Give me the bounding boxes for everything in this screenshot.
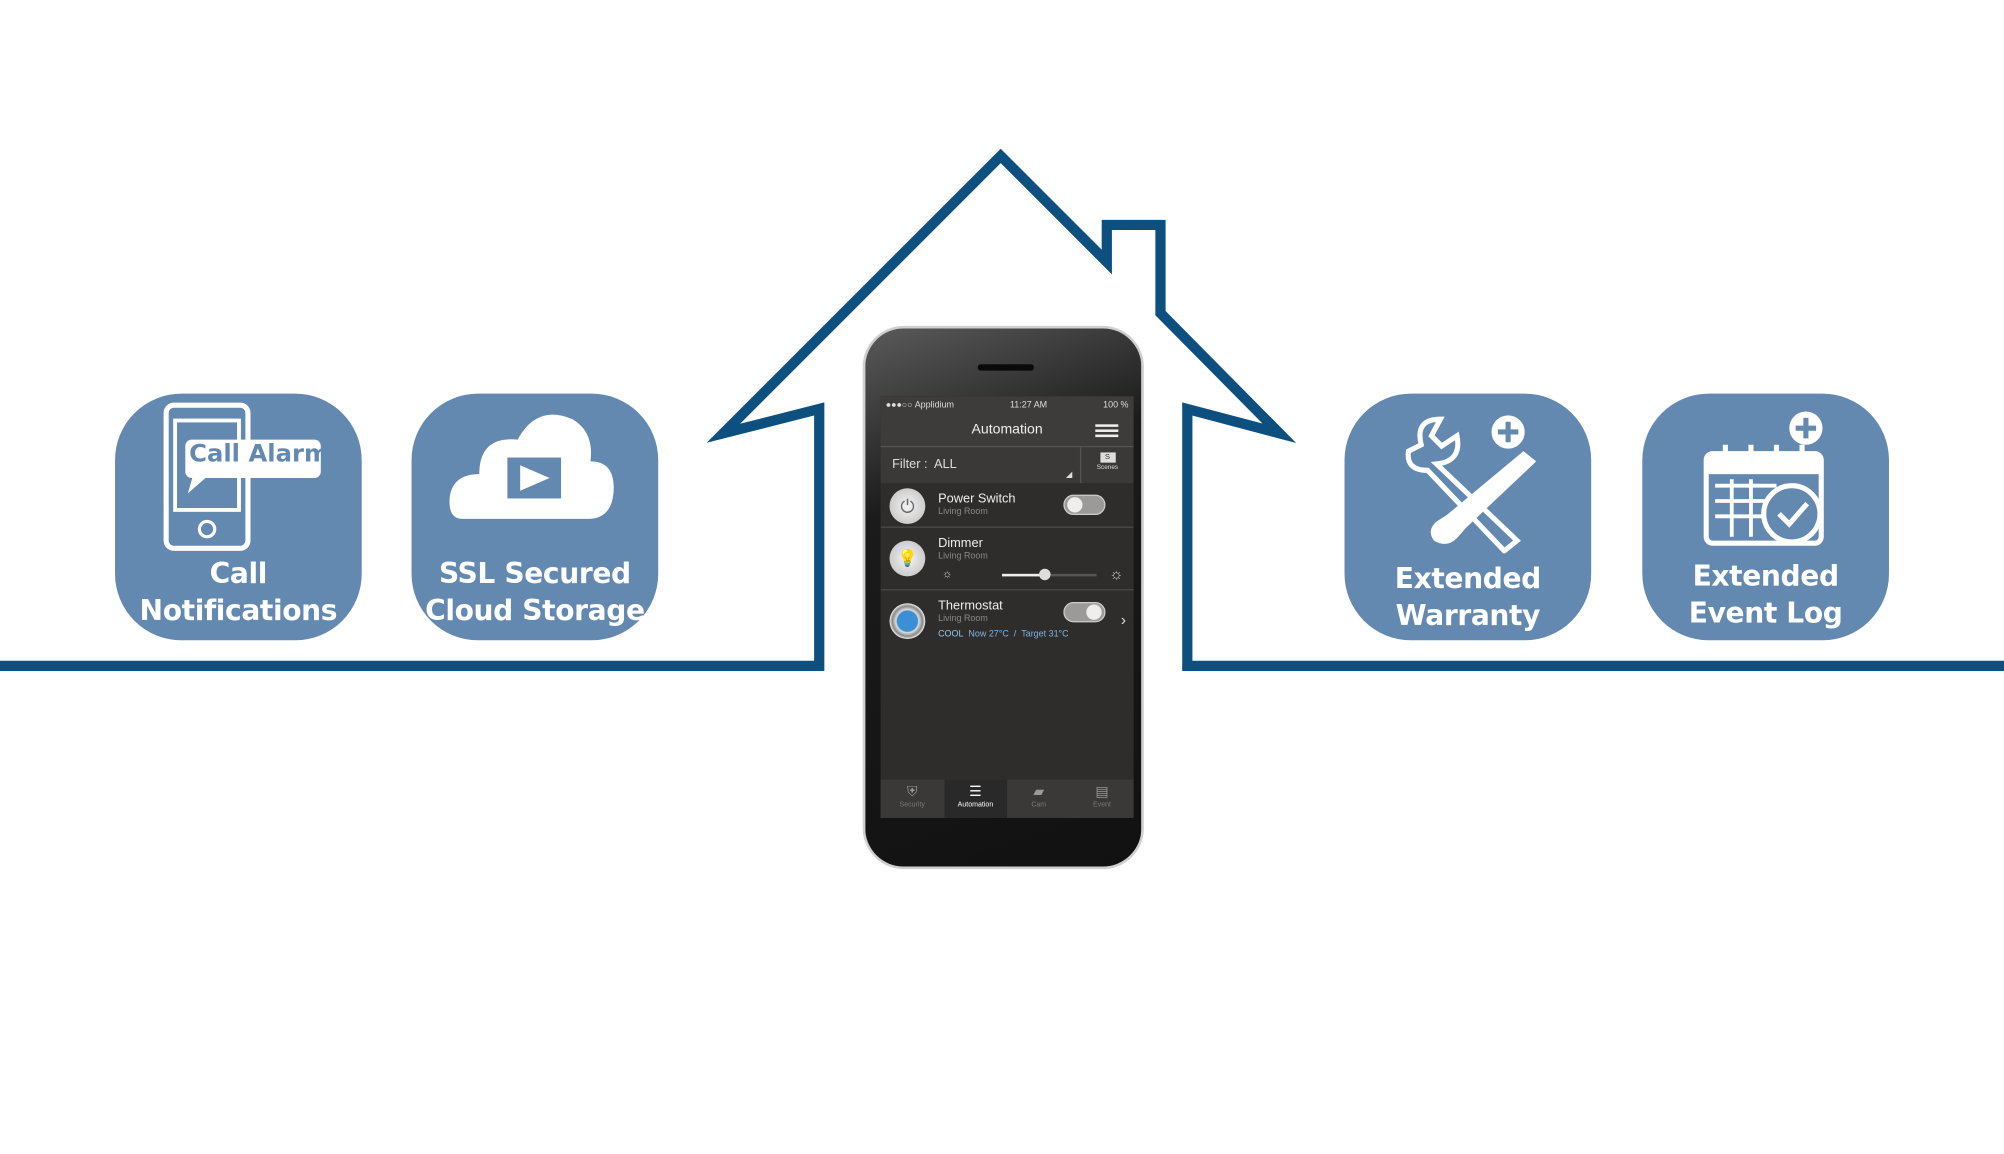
phone-speaker xyxy=(977,364,1034,371)
brightness-high-icon: ☼ xyxy=(1109,564,1124,583)
power-icon: ⏻ xyxy=(889,488,926,525)
tab-event[interactable]: ▤Event xyxy=(1070,780,1133,818)
chevron-right-icon[interactable]: › xyxy=(1120,610,1126,629)
camera-icon: ▰ xyxy=(1033,784,1045,801)
call-alarm-badge: Call Alarm xyxy=(189,439,330,468)
smartphone: ●●●○○ Applidium 11:27 AM 100 % Automatio… xyxy=(862,325,1144,870)
phone-alarm-icon xyxy=(163,402,321,551)
tab-security[interactable]: ⛨Security xyxy=(881,780,944,818)
bulb-icon: 💡 xyxy=(889,540,926,577)
battery: 100 % xyxy=(1103,400,1129,410)
carrier: ●●●○○ Applidium xyxy=(885,400,954,410)
device-row[interactable]: Thermostat Living Room › COOL Now 27°C /… xyxy=(881,590,1134,651)
nav-bar: Automation xyxy=(880,414,1134,448)
scenes-label: Scenes xyxy=(1096,463,1119,472)
brightness-low-icon: ☼ xyxy=(941,567,953,581)
slider-thumb[interactable] xyxy=(1039,568,1051,581)
scenes-icon: S xyxy=(1099,452,1116,463)
calendar-clock-plus-icon xyxy=(1703,411,1824,546)
thermostat-icon xyxy=(889,603,926,640)
tab-automation[interactable]: ☰Automation xyxy=(943,779,1008,818)
scenes-button[interactable]: S Scenes xyxy=(1079,447,1134,484)
dropdown-corner-icon xyxy=(1065,471,1073,478)
dimmer-slider[interactable] xyxy=(1001,568,1097,581)
list-icon: ▤ xyxy=(1095,784,1109,801)
tab-bar: ⛨Security ☰Automation ▰Cam ▤Event xyxy=(880,779,1134,818)
house-line xyxy=(0,148,2004,671)
sliders-icon: ☰ xyxy=(969,784,982,801)
filter-label: Filter : xyxy=(892,457,928,472)
device-row[interactable]: 💡 Dimmer Living Room ☼ ☼ xyxy=(880,528,1134,591)
filter-dropdown[interactable]: Filter : ALL S Scenes xyxy=(880,447,1134,484)
cloud-play-icon xyxy=(449,414,614,519)
device-name: Dimmer xyxy=(938,536,983,551)
power-toggle[interactable] xyxy=(1063,494,1106,516)
status-bar: ●●●○○ Applidium 11:27 AM 100 % xyxy=(880,396,1134,415)
hamburger-menu-icon[interactable] xyxy=(1095,424,1119,438)
filter-value: ALL xyxy=(934,457,957,472)
shield-icon: ⛨ xyxy=(906,784,918,801)
device-room: Living Room xyxy=(938,552,988,562)
app-screen: ●●●○○ Applidium 11:27 AM 100 % Automatio… xyxy=(880,396,1134,818)
wrench-screwdriver-plus-icon xyxy=(1405,415,1537,554)
device-name: Thermostat xyxy=(938,599,1003,614)
tab-cam[interactable]: ▰Cam xyxy=(1007,780,1070,818)
device-name: Power Switch xyxy=(938,492,1016,507)
device-room: Living Room xyxy=(938,614,988,624)
clock: 11:27 AM xyxy=(1009,400,1048,410)
device-row[interactable]: ⏻ Power Switch Living Room xyxy=(880,483,1134,528)
screen-title: Automation xyxy=(971,421,1043,438)
device-room: Living Room xyxy=(938,507,988,517)
thermostat-info: COOL Now 27°C / Target 31°C xyxy=(938,630,1069,640)
thermostat-toggle[interactable] xyxy=(1063,601,1106,623)
